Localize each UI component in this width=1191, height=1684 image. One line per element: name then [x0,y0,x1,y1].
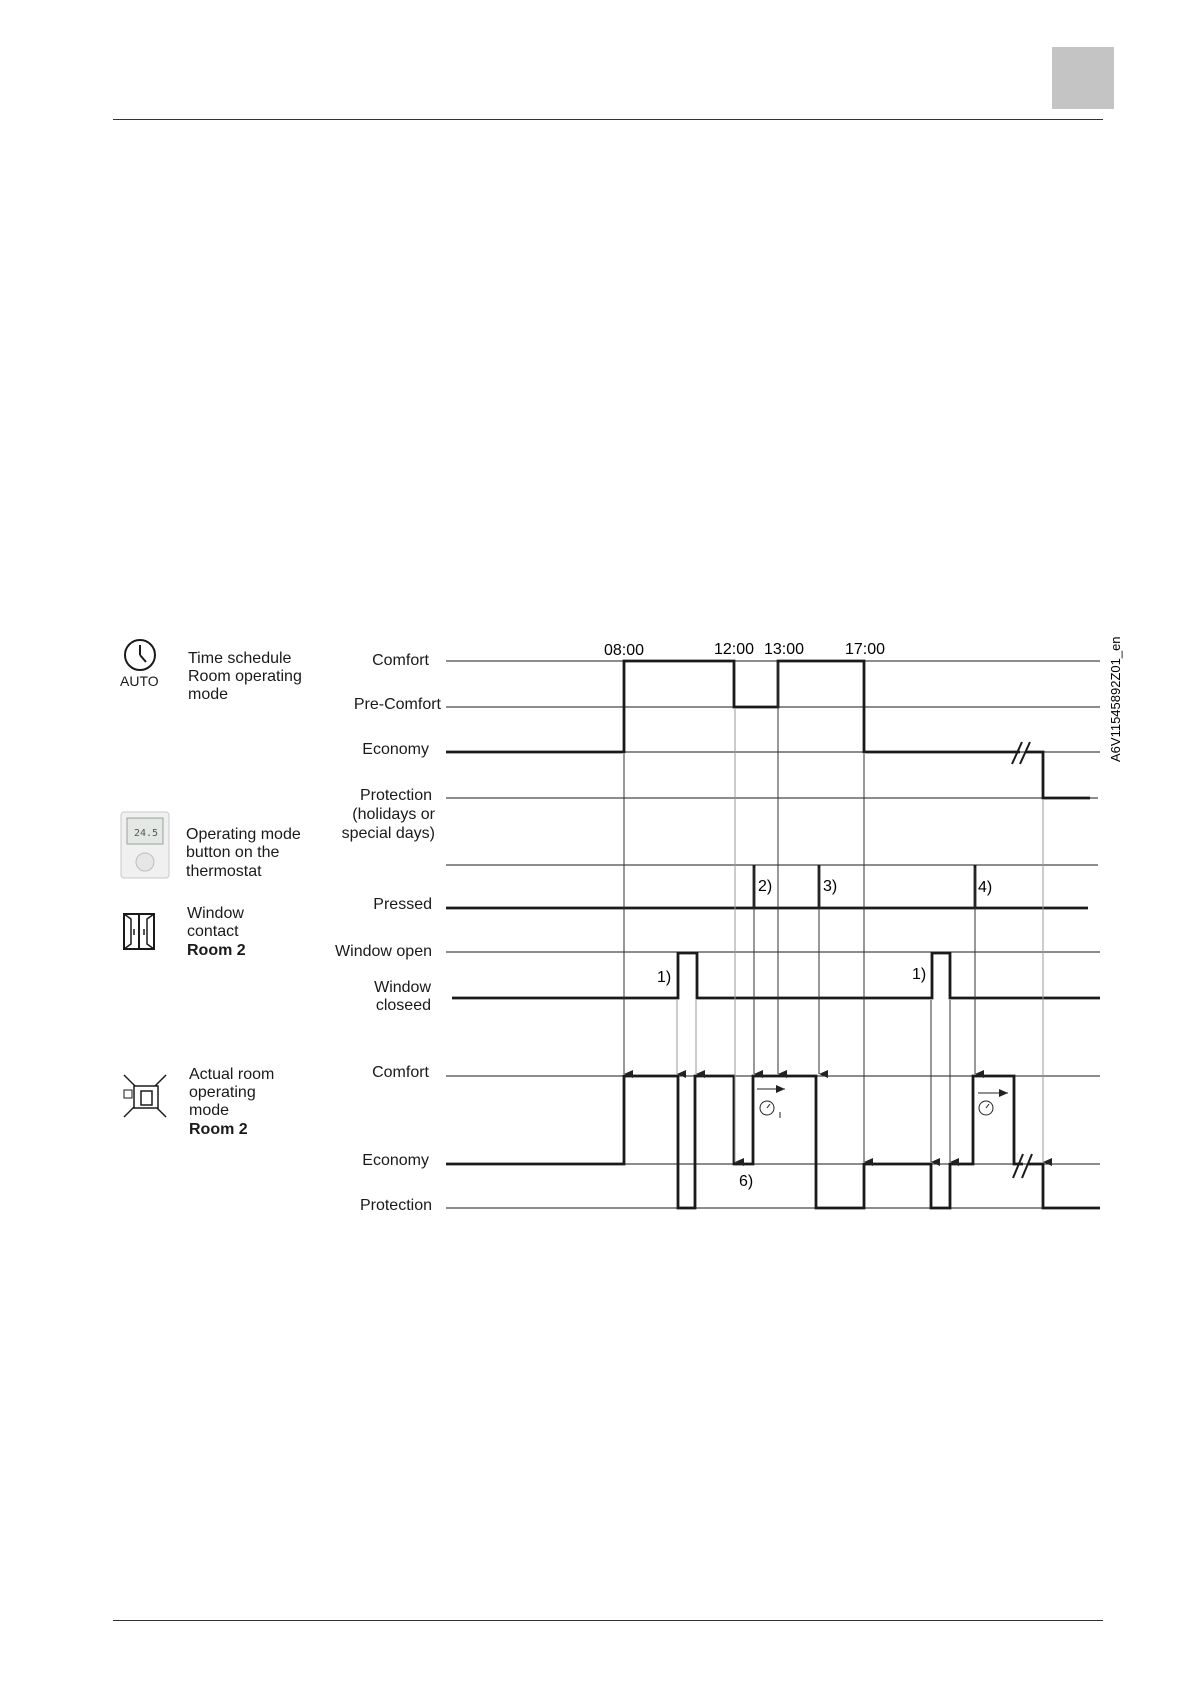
transition-arrows [623,663,1052,1166]
thermostat-title-line3: thermostat [186,863,262,880]
time-schedule-title-line2: Room operating [188,668,302,685]
time-schedule-title-line3: mode [188,686,228,703]
timer-icon [757,1085,785,1118]
level-label-holidays: (holidays or [352,806,435,823]
window-room-label: Room 2 [187,942,246,959]
level-label-window-closed-2: closeed [376,997,431,1014]
actual-title-line3: mode [189,1102,229,1119]
thermostat-title-line1: Operating mode [186,826,301,843]
actual-title-line2: operating [189,1084,256,1101]
actual-room-label: Room 2 [189,1121,248,1138]
note-3: 3) [823,878,837,895]
level-label-actual-economy: Economy [362,1152,429,1169]
time-label-1300: 13:00 [764,641,804,658]
time-schedule-title-line1: Time schedule [188,650,292,667]
thermostat-title: Operating mode button on the thermostat [186,826,301,880]
time-label-1700: 17:00 [845,641,885,658]
note-1-second: 1) [912,966,926,983]
level-label-special-days: special days) [342,825,435,842]
level-label-window-open: Window open [335,943,432,960]
thermostat-icon: 24.5 [120,811,170,879]
header-rule [113,119,1103,120]
thermostat-title-line2: button on the [186,844,280,861]
level-label-economy: Economy [362,741,429,758]
note-6: 6) [739,1173,753,1190]
level-label-window-closed-1: Window [374,979,431,996]
time-label-1200: 12:00 [714,641,754,658]
window-title-line2: contact [187,923,239,940]
time-schedule-title: Time schedule Room operating mode [188,650,302,703]
level-label-pressed: Pressed [373,896,432,913]
schedule-signal [446,659,1020,754]
window-title-line1: Window [187,905,244,922]
header-gray-box [1052,47,1114,109]
actual-break-mark [1012,1153,1033,1179]
level-label-pre-comfort: Pre-Comfort [354,696,442,713]
auto-icon-label: AUTO [120,673,159,689]
guide-lines [446,660,1100,1209]
footer-rule [113,1620,1103,1621]
note-2: 2) [758,878,772,895]
actual-title-line1: Actual room [189,1066,274,1083]
actual-mode-signal-protection [1028,1162,1100,1210]
window-signal [452,951,1100,1000]
level-label-actual-comfort: Comfort [372,1064,429,1081]
schedule-signal-protection [1026,750,1090,800]
level-label-protection: Protection [360,787,432,804]
window-contact-icon [123,913,155,950]
note-1-first: 1) [657,969,671,986]
clock-icon [124,639,156,671]
level-label-comfort: Comfort [372,652,429,669]
window-title: Window contact Room 2 [187,905,246,959]
thermostat-display-text: 24.5 [134,828,158,839]
timer-icon [978,1089,1008,1116]
level-label-actual-protection: Protection [360,1197,432,1214]
actual-mode-title: Actual room operating mode Room 2 [189,1066,274,1138]
diagram-reference-code: A6V11545892Z01_en [1108,636,1123,762]
room-mode-icon [123,1074,167,1118]
note-4: 4) [978,879,992,896]
schedule-break-mark [1011,741,1031,765]
time-label-0800: 08:00 [604,642,644,659]
actual-mode-signal [446,1074,1023,1210]
